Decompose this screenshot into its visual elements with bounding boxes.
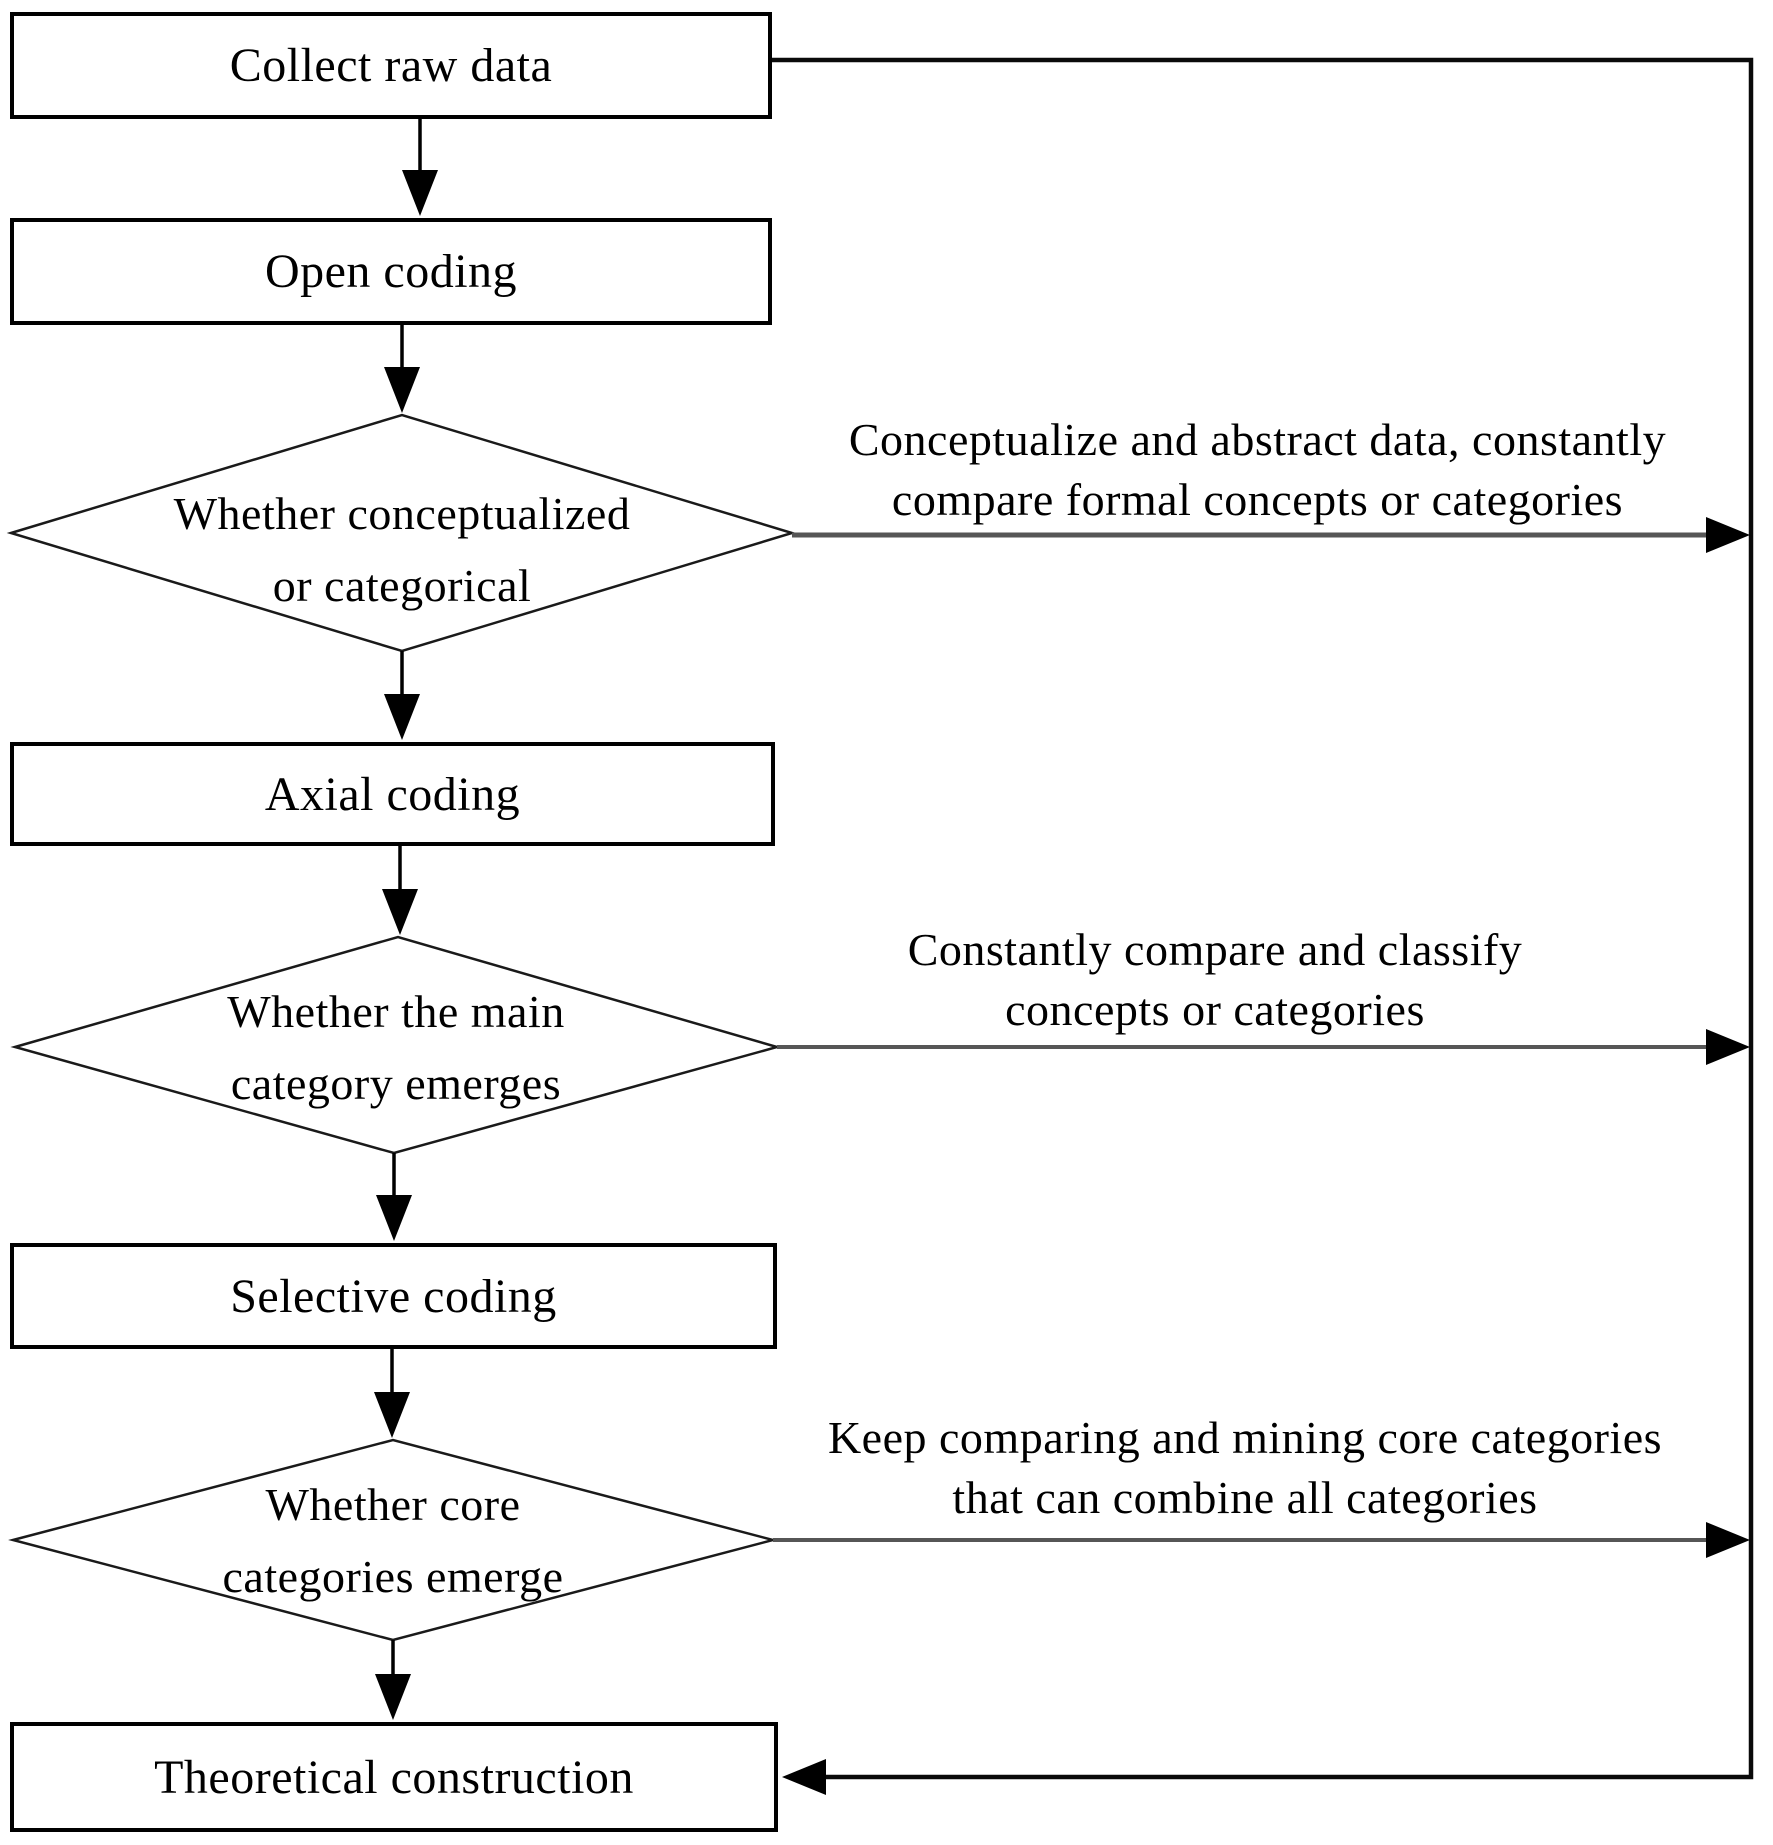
down-arrow-4 [382, 846, 418, 935]
annotation-line: Constantly compare and classify [907, 924, 1523, 975]
decision-label-line: Whether the main [227, 986, 565, 1037]
down-arrow-7 [375, 1640, 411, 1720]
annotation-text-2: Constantly compare and classify concepts… [860, 920, 1570, 1040]
annotation-arrow-2 [777, 1029, 1750, 1065]
decision-label-line: Whether conceptualized [173, 488, 631, 539]
decision-label-line: category emerges [230, 1058, 562, 1109]
decision-label-1: Whether conceptualized or categorical [52, 478, 752, 622]
decision-label-line: categories emerge [222, 1551, 564, 1602]
annotation-arrow-3 [773, 1522, 1750, 1558]
decision-label-line: Whether core [265, 1479, 521, 1530]
process-box-axial-coding: Axial coding [10, 742, 775, 846]
process-box-label: Axial coding [264, 767, 521, 821]
process-box-label: Open coding [264, 245, 518, 298]
annotation-line: Conceptualize and abstract data, constan… [848, 414, 1667, 465]
annotation-line: that can combine all categories [952, 1472, 1538, 1523]
down-arrow-2 [384, 325, 420, 413]
loop-connector-line [772, 57, 1754, 1780]
down-arrow-6 [374, 1349, 410, 1438]
decision-label-2: Whether the main category emerges [46, 976, 746, 1120]
down-arrow-1 [402, 119, 438, 216]
annotation-text-1: Conceptualize and abstract data, constan… [785, 410, 1730, 530]
decision-label-3: Whether core categories emerge [43, 1469, 743, 1613]
down-arrow-5 [376, 1153, 412, 1241]
decision-label-line: or categorical [272, 560, 532, 611]
process-box-label: Collect raw data [229, 39, 553, 92]
process-box-collect-raw-data: Collect raw data [10, 12, 772, 119]
annotation-line: concepts or categories [1005, 984, 1425, 1035]
process-box-label: Selective coding [230, 1269, 557, 1323]
annotation-text-3: Keep comparing and mining core categorie… [765, 1408, 1725, 1528]
process-box-selective-coding: Selective coding [10, 1243, 777, 1349]
process-box-theoretical-construction: Theoretical construction [10, 1722, 778, 1832]
loop-arrowhead-left-icon [782, 1759, 826, 1795]
annotation-arrow-1 [792, 517, 1750, 553]
annotation-line: compare formal concepts or categories [891, 474, 1624, 525]
down-arrow-3 [384, 651, 420, 740]
process-box-label: Theoretical construction [154, 1750, 634, 1804]
annotation-line: Keep comparing and mining core categorie… [827, 1412, 1663, 1463]
process-box-open-coding: Open coding [10, 218, 772, 325]
